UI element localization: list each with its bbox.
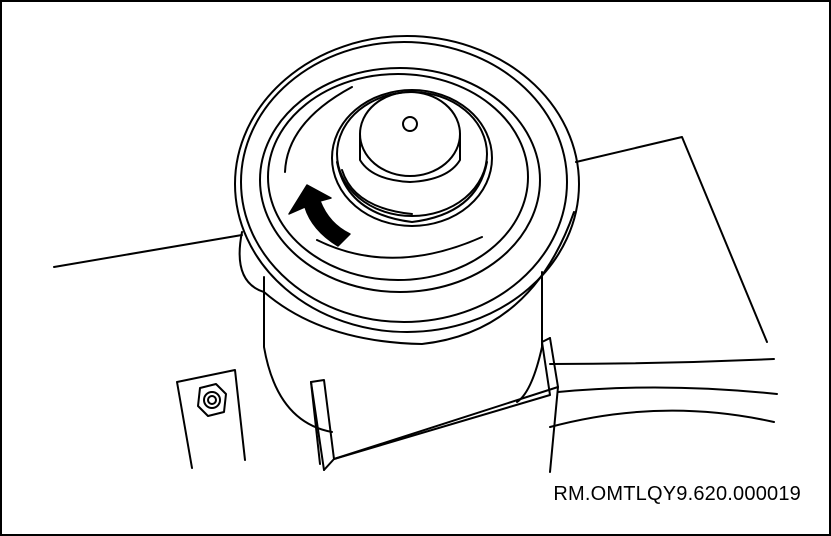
mounting-surface (53, 136, 778, 428)
left-bracket (176, 369, 246, 469)
figure-reference-code: RM.OMTLQY9.620.000019 (553, 483, 801, 505)
filter-top (234, 35, 580, 345)
rotate-counterclockwise-arrow-icon (288, 184, 351, 247)
front-channel-bracket (310, 337, 559, 473)
bolt-icon (197, 383, 227, 417)
center-hub (331, 89, 493, 227)
